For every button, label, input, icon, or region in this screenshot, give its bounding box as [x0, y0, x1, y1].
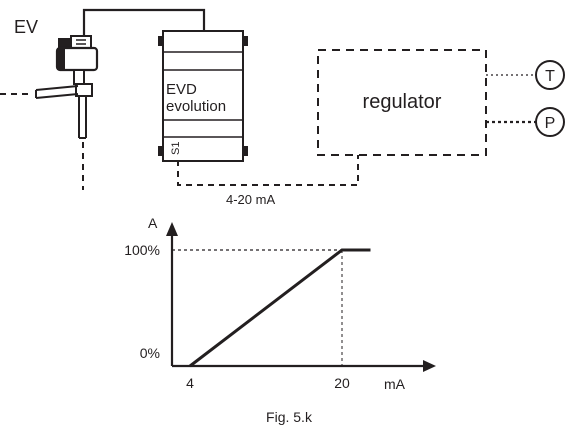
temperature-sensor-icon — [535, 60, 565, 90]
y-tick-label: 100% — [124, 242, 160, 258]
pressure-sensor-icon — [535, 107, 565, 137]
regulator-box — [317, 49, 487, 156]
evd-controller — [158, 30, 248, 162]
x-axis-arrow-icon — [423, 360, 436, 372]
y-axis-arrow-icon — [166, 222, 178, 236]
response-line — [189, 248, 371, 368]
electronic-valve-icon — [35, 35, 99, 139]
controller-label-line1: EVD — [166, 81, 197, 98]
x-tick-label: 4 — [186, 375, 194, 391]
x-tick-label: 20 — [334, 375, 350, 391]
controller-label-line2: evolution — [166, 98, 226, 115]
controller-terminal-label: S1 — [170, 142, 182, 155]
sensor-t-label: T — [545, 68, 555, 85]
schematic — [0, 8, 565, 190]
signal-line — [177, 155, 359, 186]
figure-caption: Fig. 5.k — [266, 409, 313, 425]
signal-label: 4-20 mA — [226, 192, 275, 207]
y-axis-label: A — [148, 215, 158, 231]
regulator-label: regulator — [363, 91, 442, 113]
y-tick-label: 0% — [140, 345, 160, 361]
x-axis-label: mA — [384, 376, 406, 392]
sensor-p-label: P — [545, 115, 556, 132]
valve-cable — [82, 8, 206, 38]
ev-label: EV — [14, 17, 38, 37]
response-graph: 0% 100% 4 20 A mA — [124, 215, 436, 392]
